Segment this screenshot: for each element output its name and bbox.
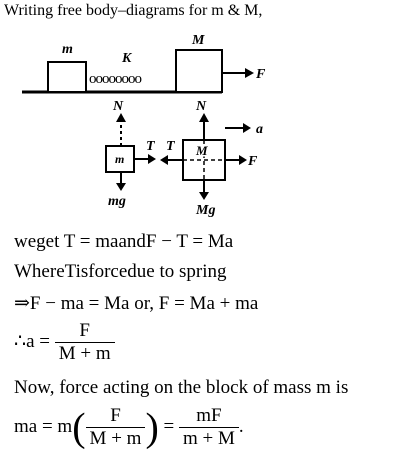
block-M-label: M [191,33,205,48]
accel-fraction: F M + m [54,320,115,365]
right-paren: ) [145,404,159,450]
fbd-M-weight-label: Mg [195,203,215,218]
fbd-M-normal-arrowhead [199,113,209,122]
fbd-m-weight-arrowhead [116,183,126,191]
accel-arrowhead [243,123,251,133]
fbd-M-force-label: F [247,154,258,169]
fbd-m-normal-arrowhead [116,113,126,122]
equation-line-1: weget T = maandF − T = Ma [14,231,234,252]
fbd-m-box [105,145,135,173]
heading: Writing free body–diagrams for m & M, [4,2,263,19]
fbd-m-tension-arrowhead [148,154,156,164]
fbd-M-weight-arrowhead [199,192,209,200]
left-paren: ( [72,404,86,450]
block-m-label: m [62,42,73,57]
fbd-m-weight-label: mg [108,194,126,209]
fbd-m-normal-label: N [112,99,124,114]
block-M [175,49,223,93]
equals-sign: = [163,415,175,437]
equation-line-4: ∴a = F M + m [14,320,115,365]
fbd-M-box-label: M [195,143,208,158]
accel-denominator: M + m [54,342,115,365]
force-denominator-1: M + m [85,427,146,450]
fbd-M-normal-label: N [195,99,207,114]
force-prefix: ma = m [14,415,73,437]
force-numerator-1: F [110,405,121,426]
fbd-M-tension-arrowhead [160,155,168,165]
equation-line-2: WhereTisforcedue to spring [14,261,227,282]
free-body-diagram: m oooooooo K M F N m T mg N M T F Mg a [22,33,266,218]
force-fraction-1: F M + m [85,405,146,450]
period: . [238,415,244,437]
equation-line-5: Now, force acting on the block of mass m… [14,377,349,398]
force-label-top: F [255,67,266,82]
force-fraction-2: mF m + M [178,405,239,450]
accel-prefix: ∴a = [14,330,50,352]
fbd-M-tension-label: T [166,139,176,154]
force-arrowhead-top [245,68,254,78]
force-numerator-2: mF [196,405,222,426]
spring-label: K [121,51,133,66]
force-denominator-2: m + M [178,427,239,450]
fbd-M-force-arrowhead [239,155,247,165]
equation-line-3: ⇒F − ma = Ma or, F = Ma + ma [14,293,259,314]
accel-label: a [256,122,263,137]
block-m [47,61,87,93]
accel-numerator: F [79,320,90,341]
spring-coils: oooooooo [89,71,142,87]
equation-line-6: ma = m( F M + m ) = mF m + M . [14,405,244,450]
fbd-m-box-label: m [115,152,124,166]
fbd-m-tension-label: T [146,139,156,154]
